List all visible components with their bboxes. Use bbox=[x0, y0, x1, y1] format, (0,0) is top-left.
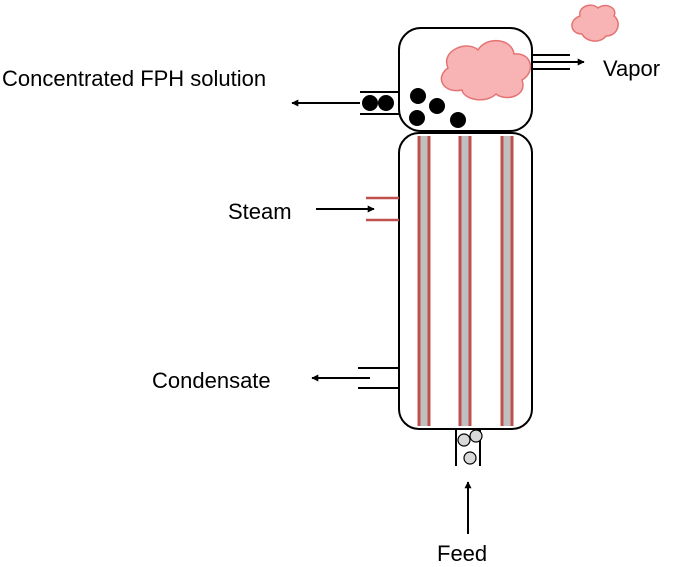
tube-left bbox=[417, 136, 431, 426]
condensate-outlet bbox=[311, 367, 399, 389]
label-condensate: Condensate bbox=[152, 368, 271, 393]
feed-bubbles bbox=[457, 429, 483, 465]
tube-right bbox=[500, 136, 514, 426]
tube-center bbox=[458, 136, 472, 426]
concentrated-outlet-pipe bbox=[291, 91, 399, 115]
heating-tubes bbox=[417, 136, 514, 426]
feed-inlet bbox=[455, 429, 483, 534]
label-steam: Steam bbox=[228, 199, 292, 224]
solute-particles bbox=[362, 88, 466, 128]
vapor-outlet-pipe bbox=[532, 54, 585, 70]
steam-inlet bbox=[316, 196, 399, 222]
label-concentrated-fph: Concentrated FPH solution bbox=[2, 66, 266, 91]
vapor-cloud-small bbox=[571, 4, 619, 42]
vapor-cloud-large bbox=[440, 40, 532, 101]
label-feed: Feed bbox=[437, 541, 487, 566]
label-vapor: Vapor bbox=[603, 56, 660, 81]
